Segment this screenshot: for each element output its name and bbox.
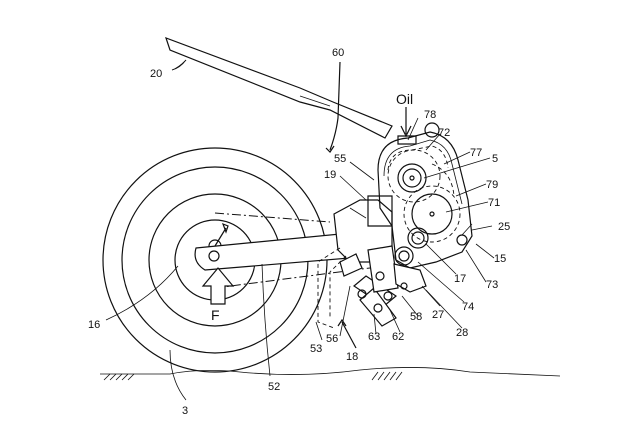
handle [166,38,392,138]
label-56: 56 [326,333,338,345]
label-60: 60 [332,47,344,59]
label-15: 15 [494,253,506,265]
label-63: 63 [368,331,380,343]
ground [100,367,560,380]
gear-71 [404,186,460,242]
label-27: 27 [432,309,444,321]
label-force: F [211,307,220,323]
force-arrow [203,268,233,304]
label-3: 3 [182,405,188,417]
housing-28 [394,264,426,292]
label-28: 28 [456,327,468,339]
label-55: 55 [334,153,346,165]
label-oil: Oil [396,91,413,107]
label-71: 71 [488,197,500,209]
gear-73 [457,224,472,245]
label-19: 19 [324,169,336,181]
label-72: 72 [438,127,450,139]
label-5: 5 [492,153,498,165]
label-25: 25 [498,221,510,233]
label-18: 18 [346,351,358,363]
label-79: 79 [486,179,498,191]
label-52: 52 [268,381,280,393]
label-16: 16 [88,319,100,331]
label-74: 74 [462,301,474,313]
part-labels: 20 60 Oil 78 72 77 5 55 19 79 71 25 15 7… [88,47,510,417]
label-62: 62 [392,331,404,343]
label-20: 20 [150,68,162,80]
label-58: 58 [410,311,422,323]
label-17: 17 [454,273,466,285]
gear-74 [395,247,413,265]
label-53: 53 [310,343,322,355]
label-77: 77 [470,147,482,159]
label-78: 78 [424,109,436,121]
label-73: 73 [486,279,498,291]
